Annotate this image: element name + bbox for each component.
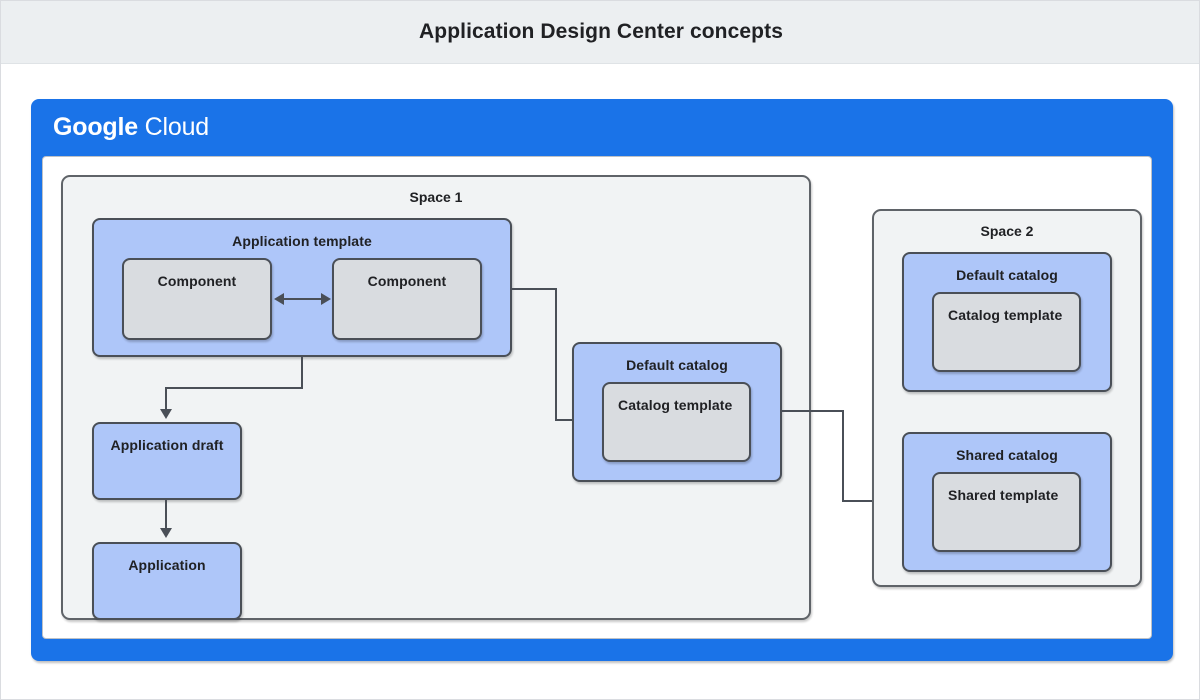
shared-template-node[interactable]: Shared template: [932, 472, 1081, 552]
shared-connector-segment-right-1: [782, 410, 844, 412]
component-link-line: [283, 298, 321, 300]
catalog-connector-segment-down: [555, 288, 557, 421]
shared-connector-segment-right-2: [842, 500, 892, 502]
google-cloud-logo: Google Cloud: [53, 113, 209, 142]
shared-catalog-label: Shared catalog: [956, 447, 1058, 463]
default-catalog-label-space1: Default catalog: [626, 357, 728, 373]
catalog-connector-segment-right-1: [512, 288, 557, 290]
google-cloud-logo-google: Google: [53, 113, 138, 141]
catalog-template-node-space2[interactable]: Catalog template: [932, 292, 1081, 372]
draft-connector-segment-left: [165, 387, 303, 389]
space-1-label: Space 1: [409, 189, 463, 205]
application-draft-label: Application draft: [110, 437, 224, 453]
google-cloud-frame: Google Cloud Space 1 Application templat…: [31, 99, 1173, 661]
default-catalog-label-space2: Default catalog: [956, 267, 1058, 283]
draft-connector-segment-down-2: [165, 387, 167, 411]
component-link-arrowhead-left: [274, 293, 284, 305]
catalog-template-label-space1: Catalog template: [618, 397, 733, 413]
page-title: Application Design Center concepts: [419, 20, 783, 43]
shared-template-label: Shared template: [948, 487, 1059, 503]
application-node[interactable]: Application: [92, 542, 242, 620]
catalog-template-label-space2: Catalog template: [948, 307, 1063, 323]
header-band: [1, 1, 1199, 64]
application-draft-node[interactable]: Application draft: [92, 422, 242, 500]
cloud-inner-panel: Space 1 Application template Component C…: [42, 156, 1152, 639]
draft-connector-arrowhead: [160, 409, 172, 419]
component-node-2[interactable]: Component: [332, 258, 482, 340]
catalog-template-node-space1[interactable]: Catalog template: [602, 382, 751, 462]
application-connector-arrowhead: [160, 528, 172, 538]
component-node-1[interactable]: Component: [122, 258, 272, 340]
application-connector-line: [165, 500, 167, 530]
application-template-label: Application template: [232, 233, 372, 249]
component-label-2: Component: [367, 273, 447, 289]
application-label: Application: [128, 557, 206, 573]
shared-connector-segment-down: [842, 410, 844, 502]
draft-connector-segment-down-1: [301, 357, 303, 389]
component-label-1: Component: [157, 273, 237, 289]
space-2-label: Space 2: [980, 223, 1034, 239]
google-cloud-logo-cloud: Cloud: [144, 113, 210, 141]
component-link-arrowhead-right: [321, 293, 331, 305]
